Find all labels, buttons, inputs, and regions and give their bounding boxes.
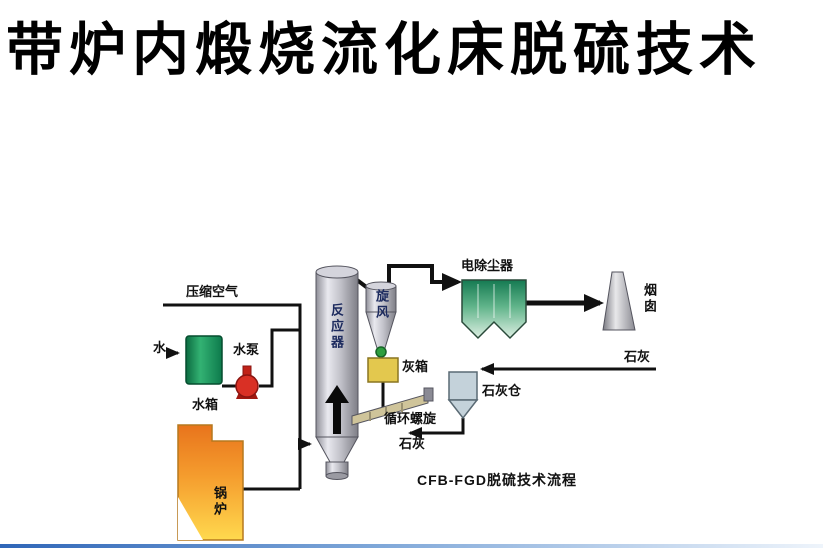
slide-bottom-accent-bar <box>0 544 823 548</box>
screw-motor <box>423 387 434 402</box>
esp-body <box>461 279 527 340</box>
circulation-screw-body <box>351 387 434 426</box>
diagram-caption: CFB-FGD脱硫技术流程 <box>417 472 577 488</box>
pump-outlet-pipe <box>242 365 252 376</box>
ash-valve <box>375 346 387 358</box>
label-lime-silo: 石灰仓 <box>482 383 522 398</box>
slide-title: 带炉内煅烧流化床脱硫技术 <box>6 19 762 82</box>
lime-silo-cone <box>447 399 479 420</box>
reactor-top-cap <box>315 265 359 279</box>
lime-silo-body <box>447 371 479 420</box>
label-ash-box: 灰箱 <box>402 359 429 374</box>
pump-casing <box>235 374 259 398</box>
cyclone-top <box>365 281 397 291</box>
label-water: 水 <box>153 340 167 355</box>
esp-shell <box>461 279 527 340</box>
upflow-arrow <box>325 385 349 434</box>
label-circulation-screw: 循环螺旋 <box>384 411 437 426</box>
pump-discharge-line <box>259 328 299 388</box>
ash-box-body <box>367 357 399 383</box>
label-lime-feed: 石灰 <box>399 436 426 451</box>
cyclone-esp-line <box>387 264 462 291</box>
lime-silo-bin <box>448 371 478 401</box>
label-esp: 电除尘器 <box>461 258 514 273</box>
water-tank-body <box>185 335 223 385</box>
silo-feed-line <box>408 418 465 439</box>
label-water-pump: 水泵 <box>233 342 260 357</box>
reactor-outlet-base <box>325 472 349 480</box>
label-chimney: 烟囱 <box>641 283 657 315</box>
label-water-tank: 水箱 <box>192 397 219 412</box>
boiler-hopper-notch <box>178 497 203 540</box>
compressed-air-line <box>163 303 302 489</box>
label-compressed-air: 压缩空气 <box>186 284 239 299</box>
label-lime-supply: 石灰 <box>624 349 651 364</box>
reactor-vessel <box>315 265 359 480</box>
label-reactor: 反应器 <box>328 303 344 351</box>
label-boiler: 锅炉 <box>211 486 227 518</box>
water-pump-body <box>235 365 259 399</box>
reactor-cone <box>315 436 359 463</box>
label-cyclone: 旋风 <box>373 289 389 321</box>
chimney-stack <box>602 271 636 331</box>
